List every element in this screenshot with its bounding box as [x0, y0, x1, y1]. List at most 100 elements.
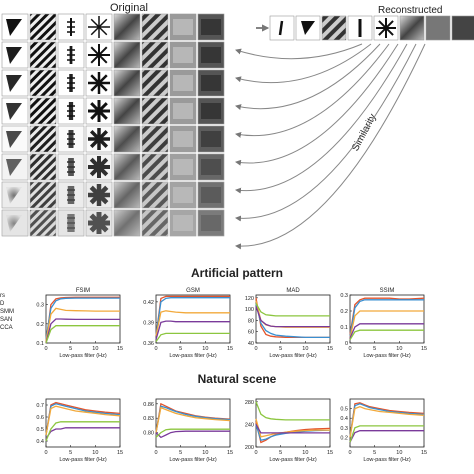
- image-cell: [141, 181, 169, 209]
- artificial-pattern-title: Artificial pattern: [190, 266, 283, 280]
- plot-title: SSIM: [380, 288, 395, 294]
- y-tick-label: 40: [248, 341, 254, 347]
- x-tick-label: 5: [179, 450, 182, 456]
- image-cell: [169, 41, 197, 69]
- series-line: [349, 406, 425, 438]
- image-cell: [29, 13, 57, 41]
- series-line: [255, 424, 330, 434]
- x-tick-label: 10: [396, 450, 402, 456]
- series-line: [45, 325, 120, 344]
- image-cell: [29, 97, 57, 125]
- series-line: [255, 418, 330, 438]
- series-line: [349, 297, 425, 336]
- y-tick-label: 0.5: [340, 407, 348, 413]
- x-axis-label: Low-pass filter (Hz): [363, 457, 411, 463]
- y-tick-label: 0.86: [143, 402, 154, 408]
- series-line: [155, 295, 230, 337]
- x-tick-label: 10: [202, 450, 208, 456]
- series-line: [349, 403, 425, 438]
- series-line: [45, 405, 121, 436]
- series-line: [255, 306, 330, 328]
- image-cell: [1, 13, 29, 41]
- series-line: [255, 300, 330, 328]
- series-line: [155, 332, 230, 342]
- x-axis-label: Low-pass filter (Hz): [59, 353, 107, 359]
- image-cell: [57, 125, 85, 153]
- x-tick-label: 10: [202, 346, 208, 352]
- x-tick-label: 0: [348, 450, 351, 456]
- series-line: [155, 297, 230, 337]
- reconstructed-image-row: [269, 15, 474, 41]
- image-cell: [85, 125, 113, 153]
- reconstructed-cell: [399, 15, 425, 41]
- image-cell: [57, 97, 85, 125]
- plot-frame: [45, 398, 121, 448]
- image-cell: [169, 209, 197, 237]
- series-line: [155, 406, 231, 433]
- y-tick-label: 0.36: [143, 341, 154, 347]
- x-tick-label: 5: [373, 450, 376, 456]
- reconstructed-cell: [373, 15, 399, 41]
- plot-frame: [349, 398, 425, 448]
- x-tick-label: 15: [421, 450, 427, 456]
- reconstructed-label: Reconstructed: [378, 5, 443, 16]
- y-tick-label: 0.4: [340, 416, 348, 422]
- series-line: [349, 323, 424, 339]
- y-tick-label: 280: [245, 400, 254, 406]
- image-cell: [29, 209, 57, 237]
- image-cell: [197, 97, 225, 125]
- x-tick-label: 5: [69, 450, 72, 456]
- series-line: [155, 430, 230, 439]
- legend-line-4: SAN: [0, 317, 13, 323]
- reconstructed-cell: [347, 15, 373, 41]
- series-line: [155, 428, 230, 438]
- image-cell: [57, 181, 85, 209]
- x-tick-label: 0: [254, 346, 257, 352]
- image-cell: [57, 69, 85, 97]
- image-cell: [197, 181, 225, 209]
- image-cell: [1, 209, 29, 237]
- reconstructed-cell: [269, 15, 295, 41]
- plot-frame: [255, 294, 331, 344]
- image-cell: [29, 41, 57, 69]
- image-cell: [113, 13, 141, 41]
- image-cell: [169, 13, 197, 41]
- y-tick-label: 0.3: [340, 426, 348, 432]
- image-cell: [29, 125, 57, 153]
- image-cell: [85, 153, 113, 181]
- image-cell: [85, 181, 113, 209]
- y-tick-label: 0.3: [36, 303, 44, 309]
- x-tick-label: 15: [117, 346, 123, 352]
- y-tick-label: 0.3: [340, 293, 348, 299]
- image-cell: [169, 97, 197, 125]
- series-line: [349, 310, 424, 339]
- plot-title: GSM: [186, 288, 200, 294]
- x-axis-label: Low-pass filter (Hz): [169, 353, 217, 359]
- x-tick-label: 15: [117, 450, 123, 456]
- series-line: [155, 405, 231, 433]
- series-line: [45, 421, 120, 442]
- x-tick-label: 15: [421, 346, 427, 352]
- image-cell: [113, 209, 141, 237]
- image-cell: [113, 181, 141, 209]
- x-tick-label: 5: [69, 346, 72, 352]
- x-tick-label: 5: [279, 450, 282, 456]
- legend-fragment: rs D SMM SAN CCA: [0, 292, 14, 332]
- image-cell: [113, 69, 141, 97]
- series-line: [349, 430, 424, 443]
- image-cell: [169, 153, 197, 181]
- x-tick-label: 15: [227, 450, 233, 456]
- series-line: [155, 320, 230, 340]
- similarity-arrow: [235, 43, 417, 222]
- legend-line-5: CCA: [0, 325, 13, 331]
- x-tick-label: 10: [302, 450, 308, 456]
- series-line: [45, 401, 121, 436]
- image-cell: [1, 69, 29, 97]
- image-cell: [141, 153, 169, 181]
- image-cell: [197, 153, 225, 181]
- y-tick-label: 120: [245, 296, 254, 302]
- x-tick-label: 10: [92, 450, 98, 456]
